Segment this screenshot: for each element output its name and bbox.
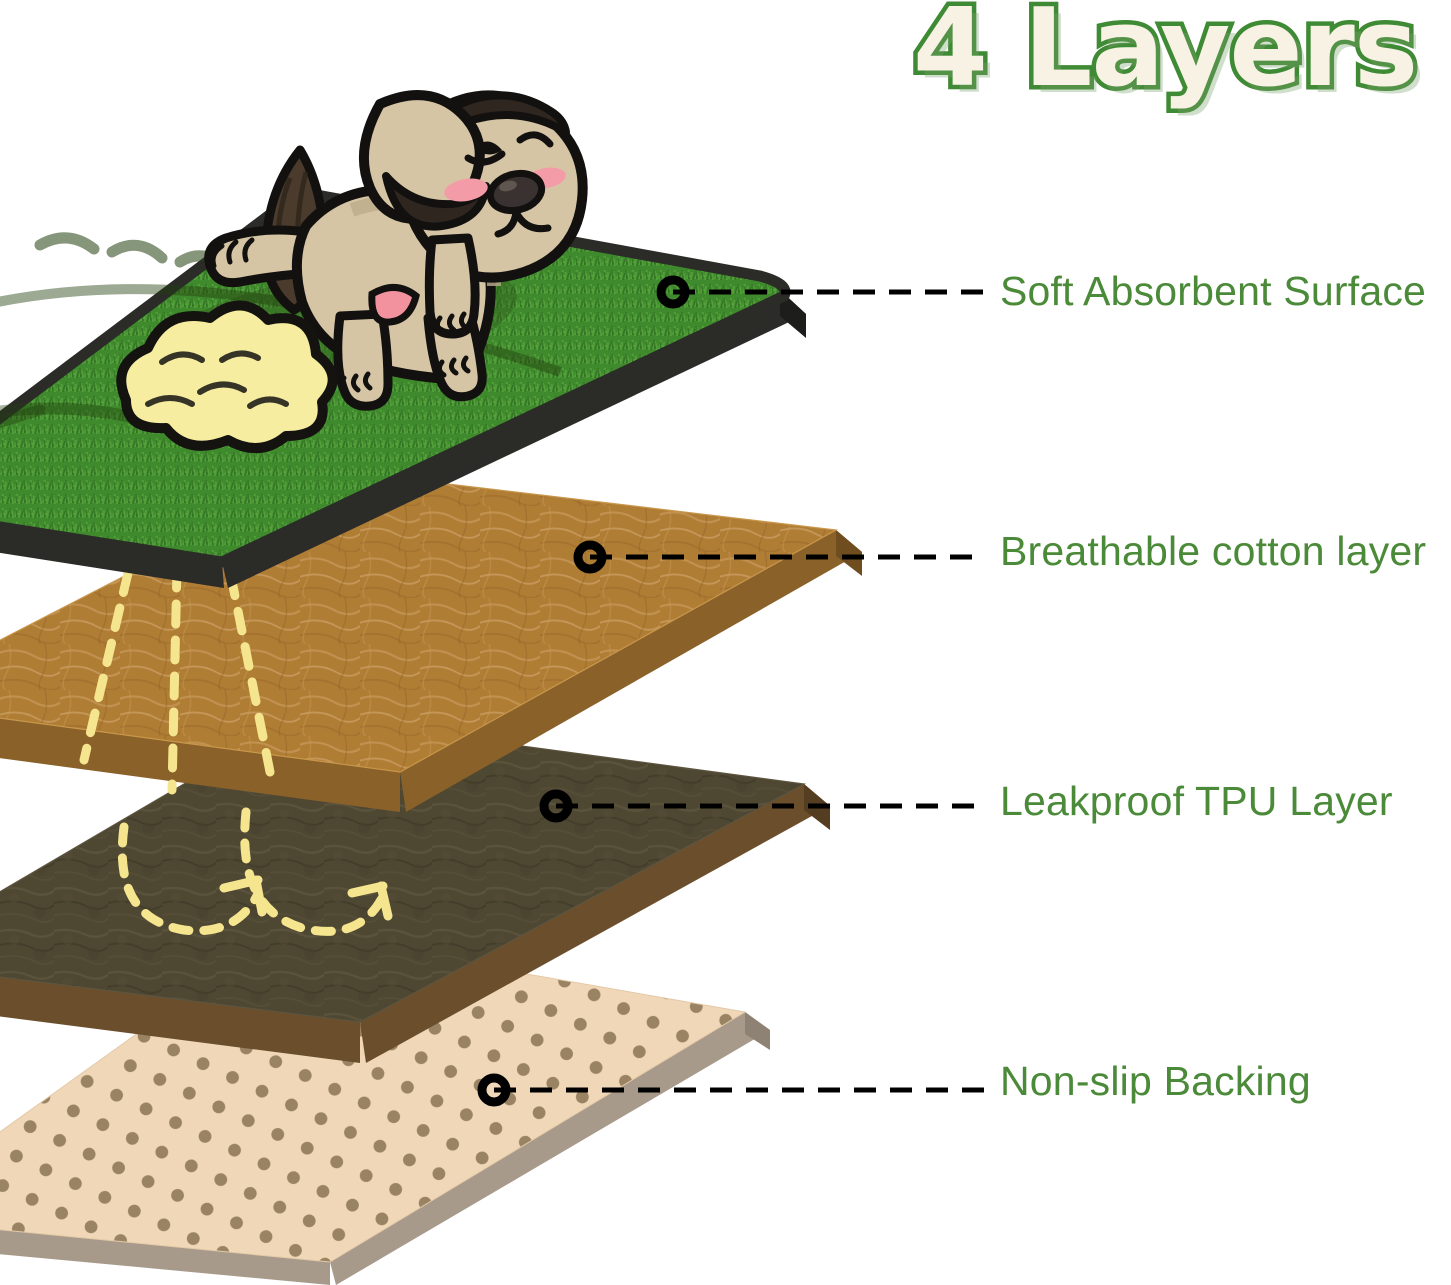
downward-absorption-arrows xyxy=(79,563,275,795)
leak-block-arrowheads xyxy=(219,875,393,921)
urine-puddle xyxy=(116,300,338,454)
layer-label-backing: Non-slip Backing xyxy=(1000,1058,1311,1104)
callout-leaders xyxy=(477,275,985,1107)
layer-surface-slab xyxy=(0,90,806,588)
callout-leader-tpu xyxy=(539,789,985,823)
callout-leader-backing xyxy=(477,1073,985,1107)
cartoon-puppy xyxy=(204,90,588,411)
layer-tpu-slab xyxy=(0,715,830,1063)
layer-label-cotton: Breathable cotton layer xyxy=(1000,528,1427,574)
layer-label-surface: Soft Absorbent Surface xyxy=(1000,268,1427,314)
layer-label-tpu: Leakproof TPU Layer xyxy=(1000,778,1393,824)
callout-leader-surface xyxy=(656,275,985,309)
callout-leader-cotton xyxy=(573,540,985,574)
leak-block-arrows xyxy=(117,807,387,936)
